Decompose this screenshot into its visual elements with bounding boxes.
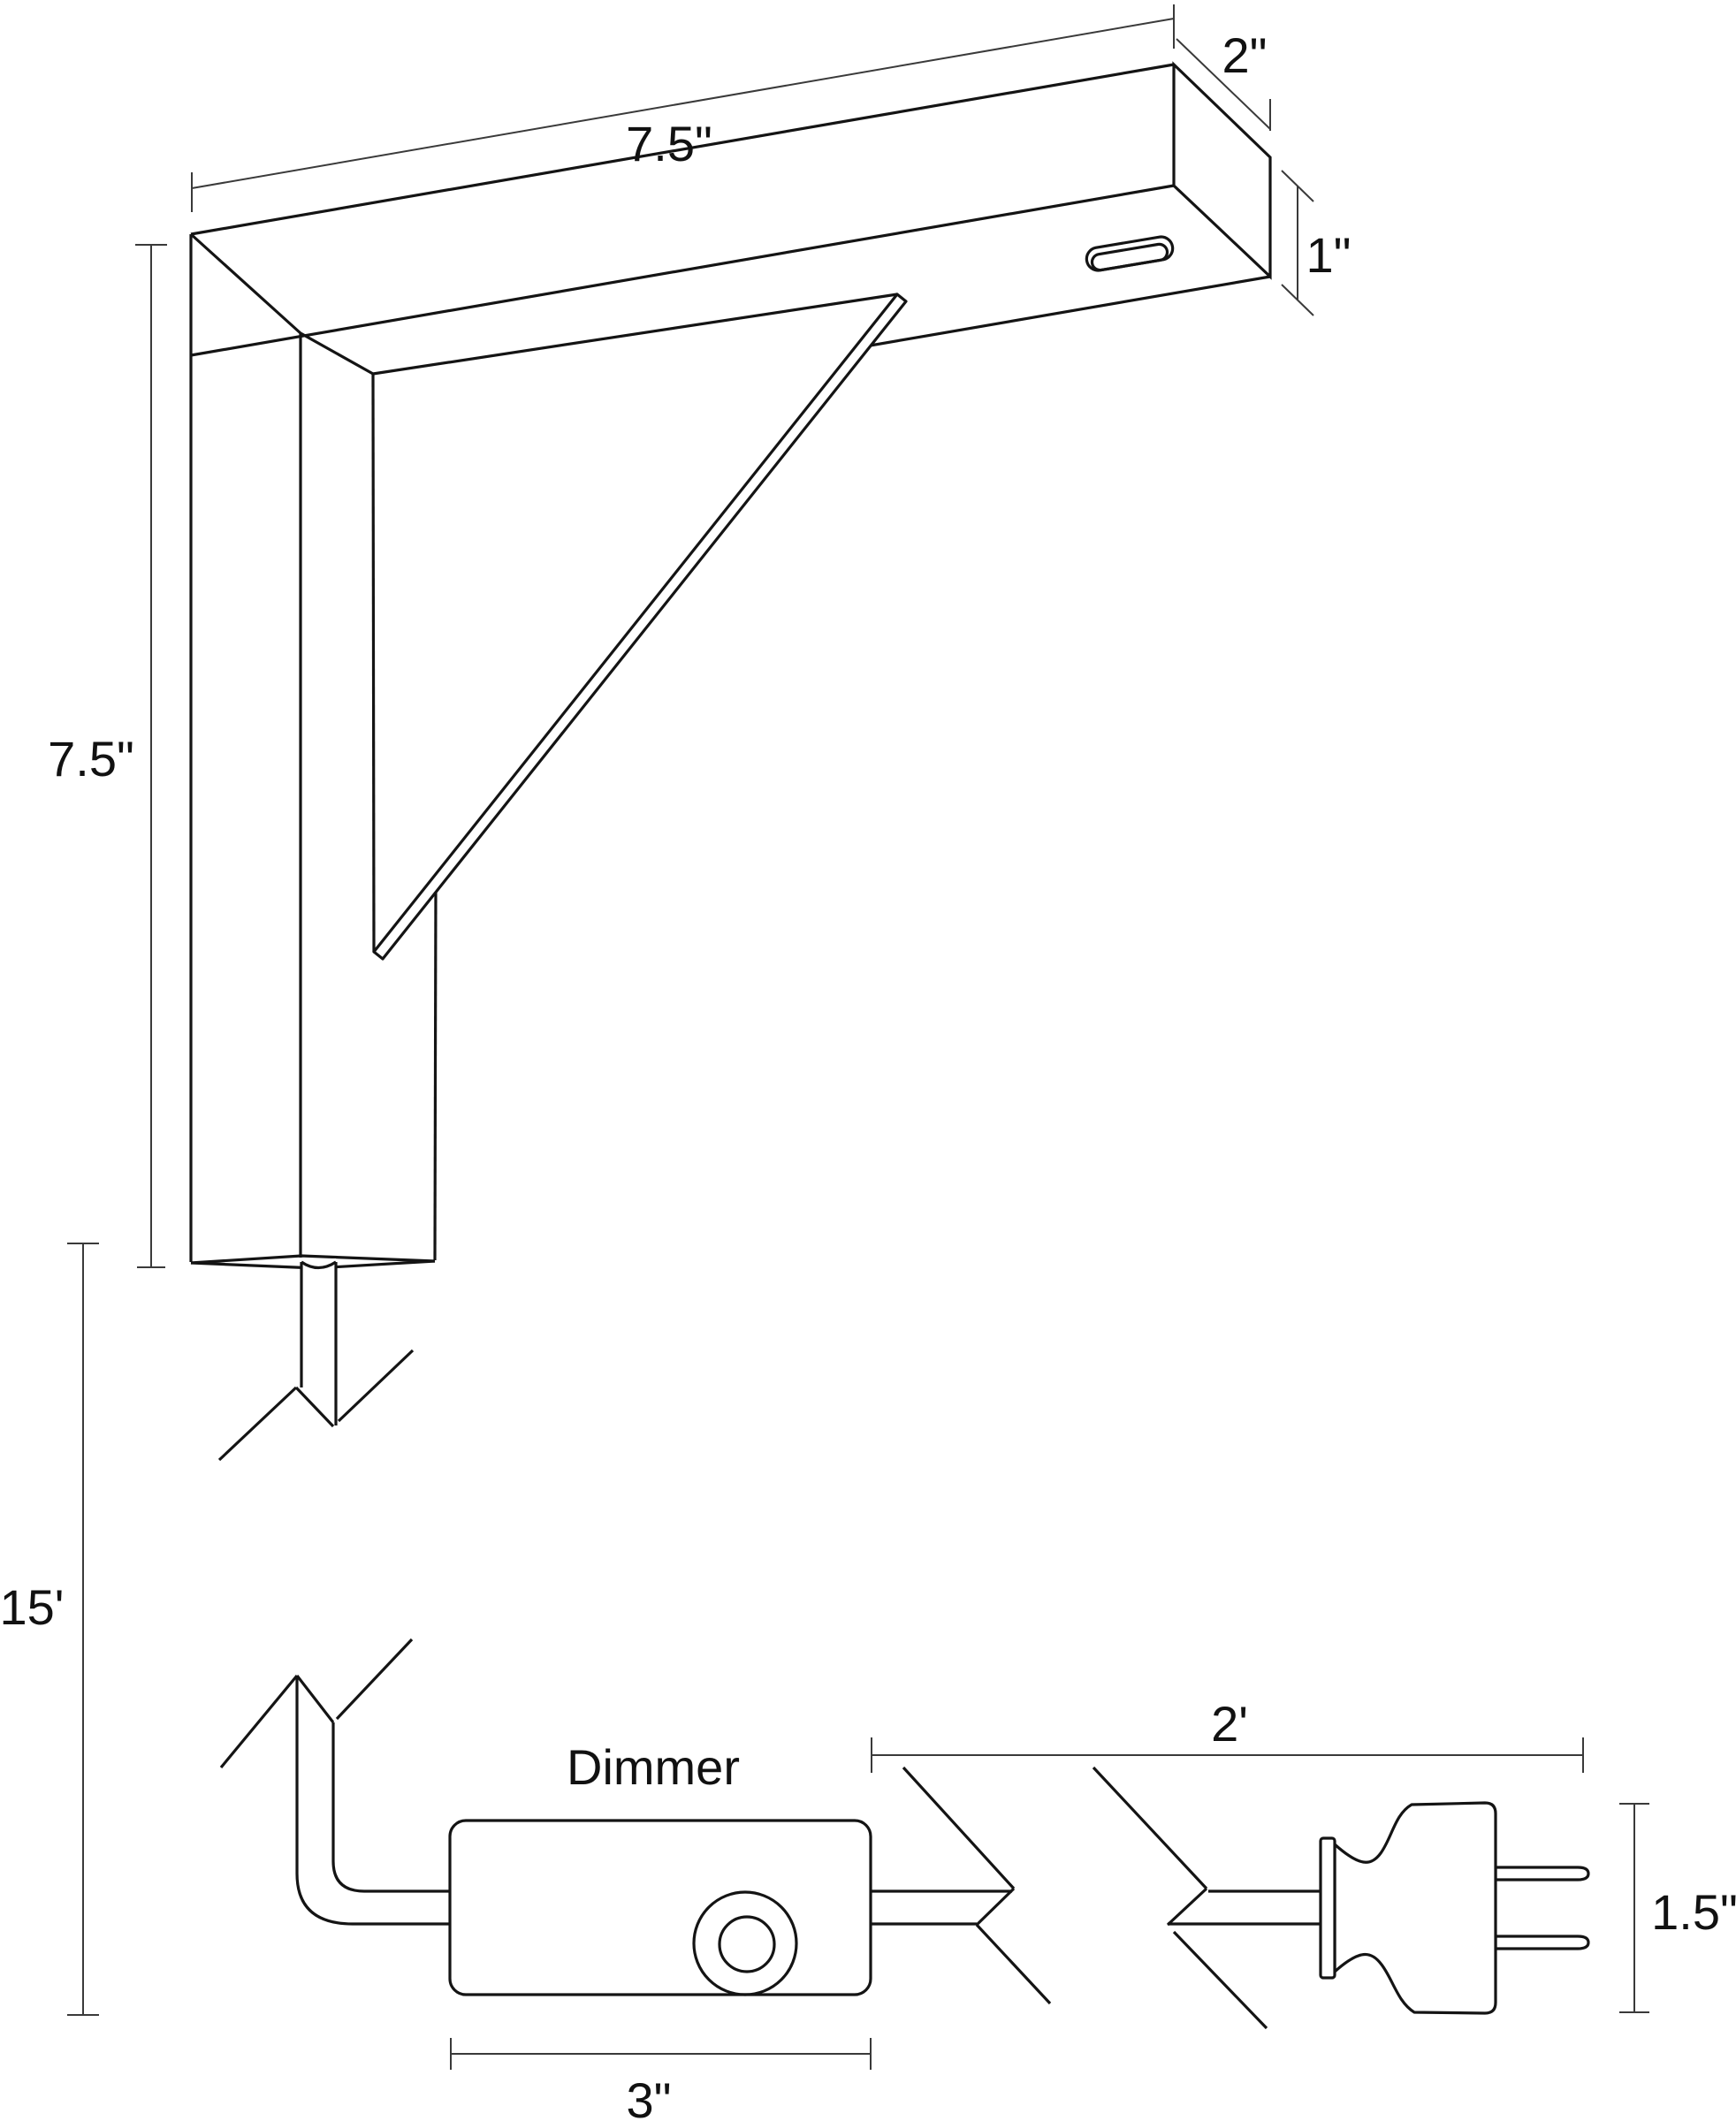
cord-break-symbol-lower <box>219 1638 414 1769</box>
plug-prong-bottom <box>1494 1935 1590 1950</box>
cord-inner-edge <box>331 1722 450 1893</box>
wall-plate <box>189 232 438 1270</box>
power-cord-bend <box>219 1638 450 1926</box>
mounting-slot-oval <box>1085 235 1175 272</box>
cord-exit-hole-rim <box>301 1260 337 1270</box>
break-diagonal-upper <box>902 1766 1016 1890</box>
power-cord-upper <box>217 1258 415 1462</box>
plate-bottom-back-rim <box>190 1254 436 1265</box>
gusset-top-edge <box>372 293 898 376</box>
plug-prong-top <box>1494 1866 1590 1882</box>
break-diagonal-left <box>219 1674 299 1769</box>
arm-bottom-back-edge <box>190 184 1175 357</box>
label-cord-length: 15' <box>0 1579 64 1635</box>
arm-back-top-edge <box>190 63 1175 236</box>
bracket-arm <box>190 61 1272 357</box>
break-diagonal-left <box>217 1386 298 1462</box>
dim-arm-depth <box>1176 38 1271 131</box>
dimmer-knob-icon <box>692 1890 798 1996</box>
break-diagonal-lower <box>1172 1930 1268 2030</box>
arm-end-face <box>1172 61 1272 280</box>
arm-bottom-front-edge <box>854 275 1271 350</box>
label-plate-height: 7.5" <box>48 731 134 787</box>
break-diagonal-right <box>337 1349 415 1423</box>
label-dimmer-width: 3" <box>626 2072 671 2121</box>
gusset-left-edge <box>371 373 376 953</box>
power-plug <box>1319 1801 1590 2015</box>
plate-top-edge <box>189 232 302 335</box>
dimmer-body <box>448 1819 872 1996</box>
dim-cord-length <box>67 1243 99 2016</box>
label-cord-to-plug: 2' <box>1211 1696 1248 1752</box>
plug-body <box>1333 1801 1497 2015</box>
break-cut-edge <box>1166 1887 1208 1927</box>
cord-break-symbol-upper <box>217 1349 415 1462</box>
dim-plug-height <box>1619 1803 1649 2013</box>
label-dimmer: Dimmer <box>567 1739 740 1795</box>
label-arm-depth: 2" <box>1222 27 1267 83</box>
dim-arm-height <box>1281 170 1314 316</box>
plate-arm-junction-edge <box>300 331 374 376</box>
knob-outer-ring <box>692 1890 798 1996</box>
dimmer-box <box>448 1819 872 1996</box>
dim-arm-length <box>191 4 1175 212</box>
plate-front-right-edge <box>433 883 438 1261</box>
cord-break-arrow-left <box>1092 1766 1268 2030</box>
dim-dimmer-width <box>450 2038 872 2070</box>
cord-outer-edge <box>295 1676 450 1926</box>
plug-flange <box>1319 1836 1336 1980</box>
break-cut-edge <box>295 1675 335 1723</box>
label-arm-height: 1" <box>1306 227 1351 283</box>
dim-cord-to-plug <box>871 1737 1584 1773</box>
label-plug-height: 1.5" <box>1651 1884 1736 1940</box>
knob-inner-dial <box>718 1915 776 1973</box>
label-arm-length: 7.5" <box>626 116 712 171</box>
cord-break-arrow-right <box>902 1766 1052 2005</box>
break-diagonal-lower <box>975 1923 1052 2005</box>
break-diagonal-upper <box>1092 1766 1208 1890</box>
break-diagonal-right <box>335 1638 414 1721</box>
support-gusset <box>371 293 908 961</box>
break-cut-edge <box>294 1386 335 1428</box>
break-cut-edge <box>975 1887 1016 1927</box>
gusset-hypotenuse <box>372 293 908 961</box>
cord-dimmer-to-plug <box>871 1766 1321 2030</box>
dim-plate-height <box>135 244 167 1268</box>
